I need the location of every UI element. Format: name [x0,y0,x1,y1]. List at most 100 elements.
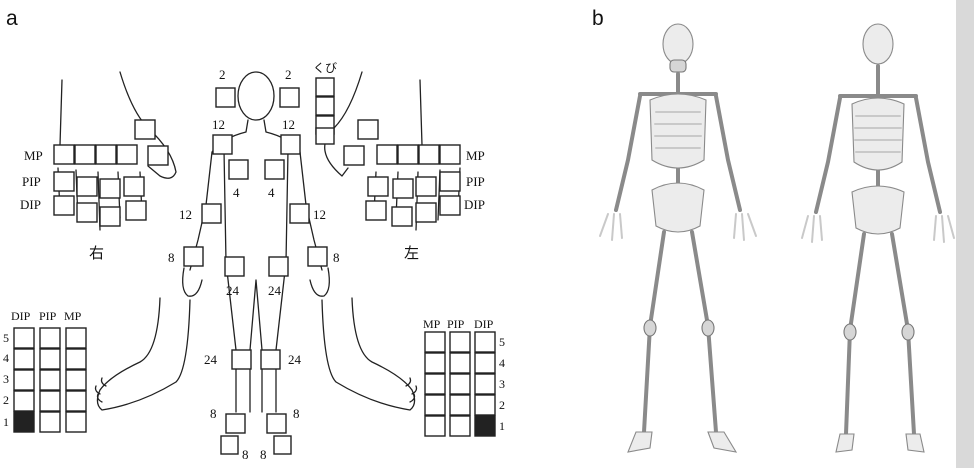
right-pip-box-1 [54,172,74,191]
pelvis [652,183,704,232]
neck-box-2 [316,97,334,115]
knee-left-box [261,350,280,369]
right-hand-joints [54,120,168,226]
hip-left-box [269,257,288,276]
shoulder-left-count: 12 [282,117,295,132]
left-hand-label: 左 [404,245,419,262]
left-thumb-mp-box [344,146,364,165]
foot-back-right [836,434,854,452]
skull-back [863,24,893,64]
left-dip-box-1 [366,201,386,220]
knee-front-left [702,320,714,336]
knee-right-count: 24 [204,352,218,367]
foot-right-box [221,436,238,454]
panel-b: b [592,0,974,468]
right-foot-box [40,412,60,432]
skull [663,24,693,64]
hip-left-count: 24 [268,283,282,298]
right-mp-box-2 [75,145,95,164]
panel-a-label: a [6,7,18,30]
left-foot-box [450,416,470,436]
left-pip-box-3 [416,177,436,196]
ankle-right-box [226,414,245,433]
elbow-right-box [202,204,221,223]
right-foot-pip-col: PIP [39,309,57,323]
wrist-left-box [308,247,327,266]
wrist-left-count: 8 [333,250,340,265]
jaw-right-count: 2 [219,67,226,82]
foot-left-box [274,436,291,454]
left-foot-mp-col: MP [423,317,441,331]
left-pip-box-2 [393,179,413,198]
left-foot-pip-col: PIP [447,317,465,331]
right-toe-5: 5 [3,331,9,345]
ribcage-back [852,98,904,170]
left-pip-box-1 [368,177,388,196]
left-foot-outline [322,298,417,410]
right-foot-box [40,328,60,348]
left-toe-1: 1 [499,419,505,433]
left-toe-3: 3 [499,377,505,391]
hip-right-box [225,257,244,276]
left-foot-box [425,353,445,373]
knee-front-right [644,320,656,336]
left-foot-box [450,395,470,415]
left-foot-grid: MP PIP DIP 5 4 3 2 1 [423,317,505,436]
right-mp-box-3 [96,145,116,164]
left-mp-box-3 [419,145,439,164]
left-dip-box-4 [440,196,460,215]
left-foot-dip-col: DIP [474,317,494,331]
jaw-left-count: 2 [285,67,292,82]
right-toe-4: 4 [3,351,9,365]
left-foot-box [475,353,495,373]
sc-right-count: 4 [233,185,240,200]
left-foot-box [425,374,445,394]
right-foot-outline [96,298,191,410]
right-pip-box-2 [77,177,97,196]
skeleton-front [600,24,756,452]
shoulder-left-box [281,135,300,154]
right-toe-1: 1 [3,415,9,429]
left-foot-box [450,353,470,373]
panel-b-label: b [592,7,604,30]
ankle-right-count: 8 [210,406,217,421]
foot-front-right [628,432,652,452]
left-pip-label: PIP [466,174,485,189]
right-mp-box-4 [117,145,137,164]
right-pip-box-3 [100,179,120,198]
shoulder-right-box [213,135,232,154]
head-outline [238,72,274,120]
right-pip-box-4 [124,177,144,196]
left-thumb-ip-box [358,120,378,139]
right-thumb-mp-box [148,146,168,165]
jaw-left-box [280,88,299,107]
left-mp-box-2 [398,145,418,164]
right-dip-box-3 [100,207,120,226]
jaw-right-box [216,88,235,107]
skeleton-back [802,24,954,452]
right-foot-box [66,391,86,411]
right-dip-box-4 [126,201,146,220]
right-foot-box [66,328,86,348]
left-foot-box [450,332,470,352]
neck-box-1 [316,78,334,96]
right-foot-box [40,349,60,369]
right-dip-box-1 [54,196,74,215]
left-foot-box [425,332,445,352]
wrist-right-count: 8 [168,250,175,265]
elbow-left-count: 12 [313,207,326,222]
body-joints [184,78,334,454]
left-toe-5: 5 [499,335,505,349]
left-toe-2: 2 [499,398,505,412]
right-foot-box [66,412,86,432]
left-pip-box-4 [440,172,460,191]
right-foot-box [40,391,60,411]
ankle-left-box [267,414,286,433]
right-thumb-ip-box [135,120,155,139]
right-foot-box [40,370,60,390]
foot-back-left [906,434,924,452]
left-toe-4: 4 [499,356,505,370]
hip-right-count: 24 [226,283,240,298]
ankle-left-count: 8 [293,406,300,421]
right-foot-box-filled [14,412,34,432]
